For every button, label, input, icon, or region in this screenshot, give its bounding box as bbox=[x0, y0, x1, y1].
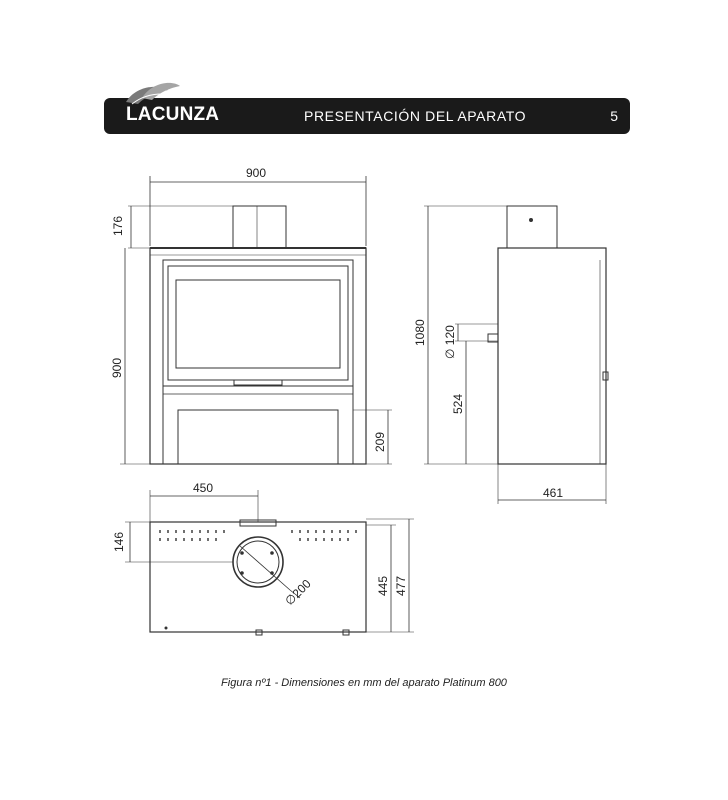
page-number: 5 bbox=[610, 108, 618, 124]
header-bar: LACUNZA PRESENTACIÓN DEL APARATO 5 bbox=[104, 82, 630, 134]
figure-caption: Figura nº1 - Dimensiones en mm del apara… bbox=[221, 677, 507, 689]
dim-total-height: 1080 bbox=[413, 319, 427, 346]
dim-front-width: 900 bbox=[246, 166, 266, 180]
brand-logo: LACUNZA bbox=[112, 80, 232, 134]
side-view: 1080 ∅ 120 524 461 bbox=[413, 205, 609, 504]
dim-top-front: 146 bbox=[112, 532, 126, 552]
brand-name: LACUNZA bbox=[126, 104, 220, 125]
dim-front-height: 900 bbox=[110, 358, 124, 378]
dim-top-depth-outer: 477 bbox=[394, 576, 408, 596]
dim-flue-height: 176 bbox=[111, 216, 125, 236]
dim-base-height: 209 bbox=[373, 432, 387, 452]
front-view: 900 176 900 209 bbox=[110, 166, 392, 465]
dim-side-height: 524 bbox=[451, 394, 465, 414]
dim-side-depth: 461 bbox=[543, 486, 563, 500]
dim-pipe-diameter: ∅ 120 bbox=[443, 325, 457, 359]
top-view: 450 ∅2 bbox=[112, 481, 414, 636]
leaf-icon bbox=[126, 82, 180, 105]
dim-top-offset: 450 bbox=[193, 481, 213, 495]
dim-flue-diameter: ∅200 bbox=[282, 576, 314, 608]
section-title: PRESENTACIÓN DEL APARATO bbox=[304, 108, 527, 124]
dim-top-depth-inner: 445 bbox=[376, 576, 390, 596]
